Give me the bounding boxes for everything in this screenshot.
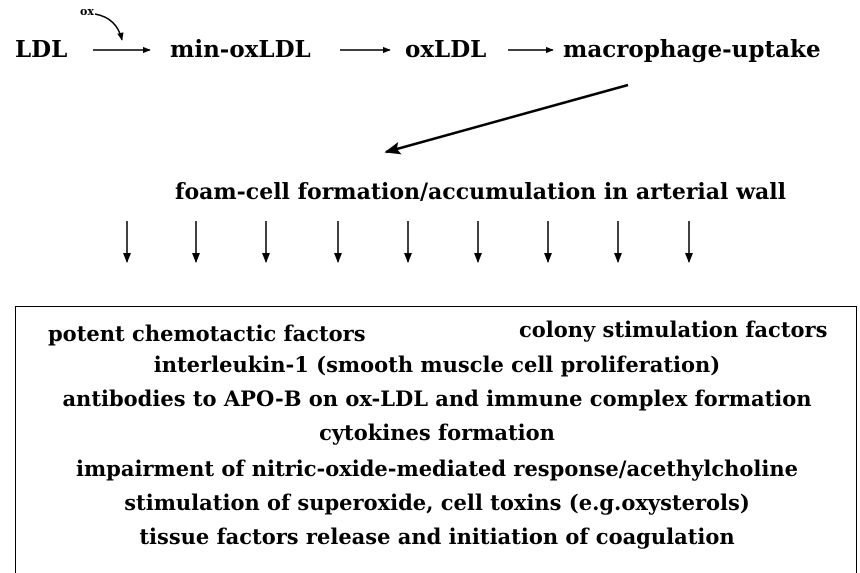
- effect-line: stimulation of superoxide, cell toxins (…: [124, 490, 750, 515]
- step-ldl: LDL: [15, 36, 68, 63]
- step-oxldl: oxLDL: [405, 36, 487, 63]
- effect-line: antibodies to APO-B on ox-LDL and immune…: [62, 386, 812, 411]
- effect-line: interleukin-1 (smooth muscle cell prolif…: [153, 352, 721, 377]
- effect-line: tissue factors release and initiation of…: [139, 524, 735, 549]
- effect-colony: colony stimulation factors: [519, 317, 828, 342]
- effects-box: potent chemotactic factors colony stimul…: [15, 306, 857, 573]
- ox-label: ox: [80, 5, 94, 18]
- arrow-uptake-to-foam-cell: [384, 83, 629, 155]
- effect-line: impairment of nitric-oxide-mediated resp…: [75, 456, 798, 481]
- effect-chemotactic: potent chemotactic factors: [48, 321, 366, 346]
- foam-cell-formation: foam-cell formation/accumulation in arte…: [175, 179, 786, 205]
- step-macrophage-uptake: macrophage-uptake: [563, 36, 821, 63]
- down-arrows: [123, 221, 693, 263]
- effect-line: cytokines formation: [319, 420, 555, 445]
- ox-curved-arrow: [94, 13, 124, 41]
- step-min-oxldl: min-oxLDL: [170, 36, 311, 63]
